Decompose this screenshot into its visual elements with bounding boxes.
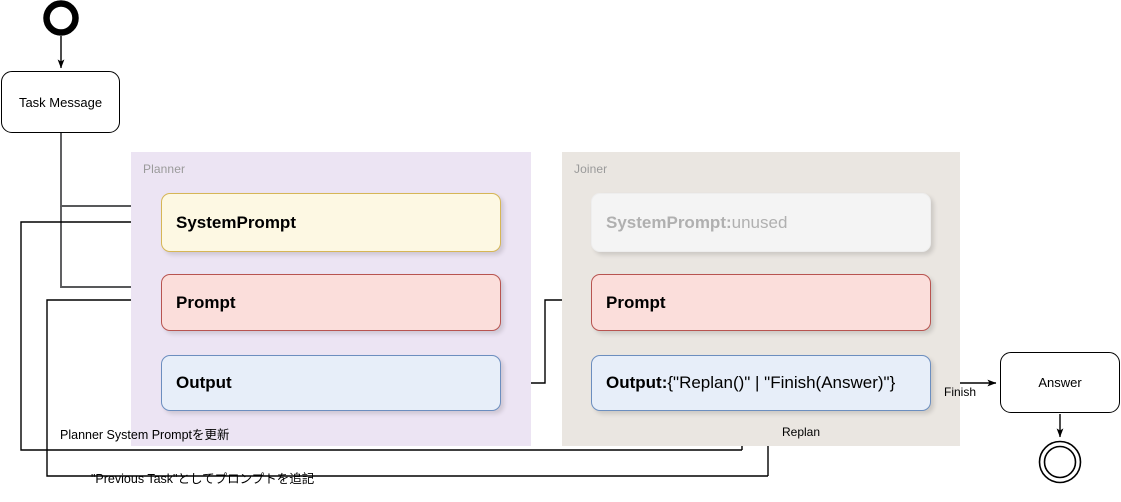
joiner-prompt-label: Prompt bbox=[606, 292, 666, 312]
planner-output-field[interactable]: Output bbox=[161, 355, 501, 411]
edge-label-replan-text: Replan bbox=[782, 425, 821, 439]
joiner-prompt-field[interactable]: Prompt bbox=[591, 274, 931, 331]
planner-output-label: Output bbox=[176, 373, 232, 392]
planner-system-prompt-field[interactable]: SystemPrompt bbox=[161, 193, 501, 252]
edge-label-append-previous-task-text: "Previous Task"としてプロンプトを追記 bbox=[91, 472, 315, 486]
edge-label-append-previous-task: "Previous Task"としてプロンプトを追記 bbox=[91, 468, 314, 487]
joiner-system-prompt-value: unused bbox=[731, 212, 788, 232]
planner-prompt-label: Prompt bbox=[176, 292, 236, 312]
planner-prompt-field[interactable]: Prompt bbox=[161, 274, 501, 331]
edge-label-finish: Finish bbox=[944, 385, 976, 399]
edge-label-update-system-prompt-text: Planner System Promptを更新 bbox=[60, 428, 230, 442]
node-task-message[interactable]: Task Message bbox=[1, 71, 120, 133]
end-inner-ring-icon bbox=[1043, 445, 1077, 479]
node-answer-label: Answer bbox=[1038, 375, 1082, 390]
joiner-system-prompt-label: SystemPrompt: bbox=[606, 212, 732, 232]
edge-label-update-system-prompt: Planner System Promptを更新 bbox=[60, 424, 230, 443]
joiner-system-prompt-field[interactable]: SystemPrompt: unused bbox=[591, 193, 931, 252]
group-joiner-label: Joiner bbox=[574, 162, 608, 176]
joiner-output-field[interactable]: Output: {"Replan()" | "Finish(Answer)"} bbox=[591, 355, 931, 411]
edge-label-finish-text: Finish bbox=[944, 385, 977, 399]
node-task-message-label: Task Message bbox=[18, 94, 103, 110]
node-answer[interactable]: Answer bbox=[1000, 352, 1120, 413]
joiner-output-value: {"Replan()" | "Finish(Answer)"} bbox=[667, 373, 896, 392]
planner-system-prompt-label: SystemPrompt bbox=[176, 212, 296, 232]
end-outer-ring-icon bbox=[1038, 440, 1082, 484]
edge-label-replan: Replan bbox=[782, 425, 820, 439]
group-planner-label: Planner bbox=[143, 162, 186, 176]
joiner-output-label: Output: bbox=[606, 373, 668, 392]
start-ring-icon bbox=[43, 0, 79, 36]
